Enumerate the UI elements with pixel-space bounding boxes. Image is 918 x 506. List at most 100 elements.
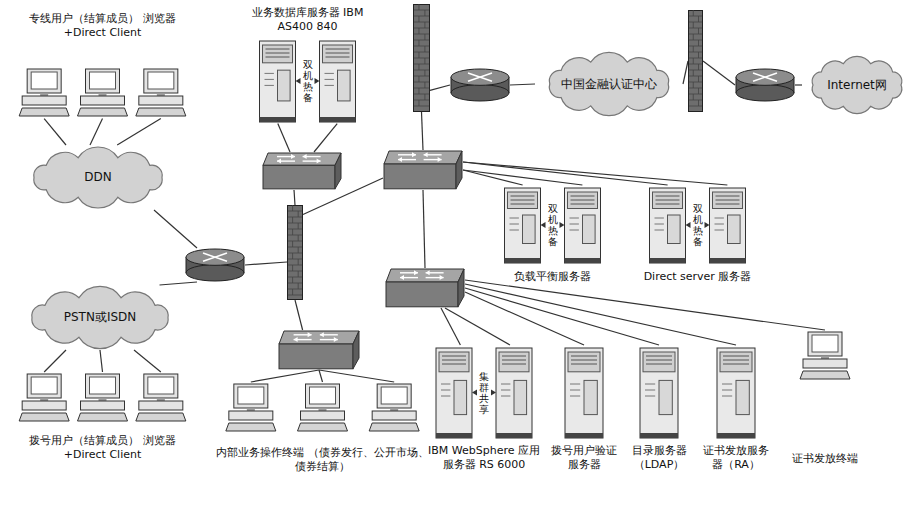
server-vent [501,396,510,397]
brick-line [288,289,302,290]
icon-area [15,67,190,119]
cloud-label: DDN [84,170,111,184]
server-panel [720,352,752,372]
pc-case [22,96,66,105]
brick-line [414,88,429,89]
server-base [436,433,472,438]
server-body [650,188,686,263]
brick-joint [693,10,694,16]
user-group: 专线用户（结算成员） 浏览器+Direct Client [15,12,190,119]
pc-screen [148,72,174,89]
server-vent [325,78,334,79]
pc-keyboard [800,371,850,379]
firewall-body [288,206,303,300]
vertical-label: 双机热备 [548,203,558,247]
switch-front [384,164,456,189]
brick-joint [424,46,425,52]
server-vent [645,390,655,391]
server-slot [571,364,597,365]
server-vent [325,84,334,85]
icon-area: 双机热备 [495,185,610,265]
network-link [463,162,668,185]
cloud-label: Internet网 [827,78,887,92]
server-body [496,348,532,438]
brick-line [288,229,302,230]
server-slot [646,364,672,365]
brick-joint [418,52,419,58]
pc-keyboard [226,423,276,431]
brick-joint [693,22,694,28]
server-bay [454,380,467,414]
server-body [565,188,601,263]
server-slot [646,360,672,361]
cloud-shape [32,286,168,348]
fw-shape [688,10,703,112]
pc-case [139,401,183,410]
brick-joint [298,271,299,277]
icon-area [698,345,774,440]
brick-line [414,70,429,71]
pc-monitor [306,384,340,408]
switch-side [335,153,341,189]
switch-arrow-head [414,270,418,275]
server-slot [326,56,350,57]
server-panel [653,192,683,209]
server-base [496,433,532,438]
pc-case [81,401,125,410]
server-vent [570,396,580,397]
switch-side [353,331,359,369]
cloud-label: 中国金融认证中心 [561,77,657,91]
device-label: 目录服务器（LDAP） [626,444,692,473]
network-link [430,85,450,90]
router-arrow [753,73,777,81]
server-body [320,41,356,122]
brick-joint [292,229,293,235]
pc-screen [310,387,336,404]
brick-joint [418,40,419,46]
device-icons [626,345,692,440]
brick-joint [693,58,694,64]
server-vent [570,390,580,391]
brick-joint [418,16,419,22]
router-top [186,249,244,265]
arrow-head [491,390,496,396]
server-body [710,188,746,263]
server: 证书发放服务器（RA） [698,345,774,473]
server-panel [508,192,538,209]
switch-front [279,344,353,369]
server-slot [571,204,595,205]
server-slot [442,360,466,361]
server-vent [655,230,664,231]
cloud-shape [549,52,668,115]
switch-arrow-head [277,159,281,164]
network-link [245,262,287,265]
server-vent [501,390,510,391]
network-link [465,284,736,345]
brick-joint [693,34,694,40]
pc-monitor [144,374,178,398]
pc-case [22,401,66,410]
brick-joint [424,10,425,16]
vertical-label: 双机热备 [303,59,313,103]
pc-screen [90,72,116,89]
brick-line [288,295,302,296]
server-slot [646,356,672,357]
pc-screen [31,72,57,89]
router-side [736,77,737,93]
server-body [260,41,296,122]
server-body [436,348,472,438]
server-pair: 双机热备负载平衡服务器 [495,185,610,284]
arrow-head [705,222,710,228]
server-base [650,258,686,263]
pc-screen [90,377,116,394]
brick-joint [698,40,699,46]
brick-joint [698,64,699,70]
cloud-shape [34,147,162,208]
server-slot [571,196,595,197]
wire [44,119,66,145]
device-label: 内部业务操作终端 （债券发行、公开市场、债券结算） [215,446,430,475]
server-vent [722,384,732,385]
server-panel [263,45,293,63]
server-slot [326,48,350,49]
